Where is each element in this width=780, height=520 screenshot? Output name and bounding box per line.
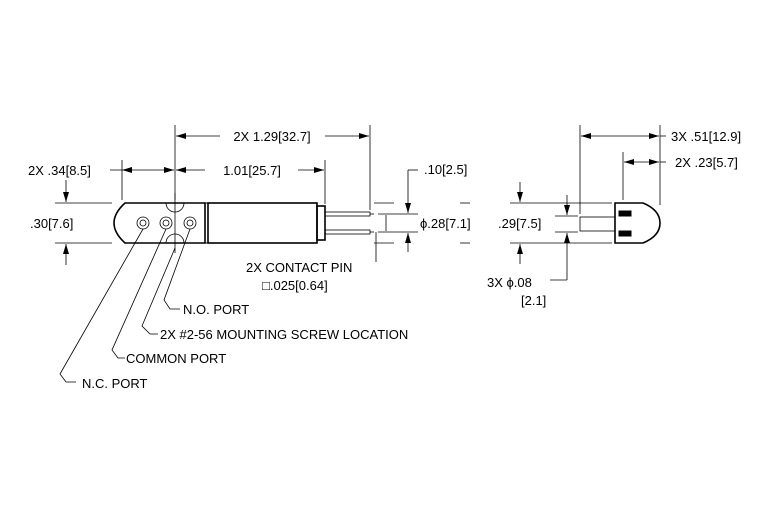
side-view xyxy=(579,202,661,244)
valve-body xyxy=(207,202,318,244)
dim-pin-spacing: .10[2.5] xyxy=(424,162,467,177)
common-port-label: COMMON PORT xyxy=(126,351,226,366)
side-stem xyxy=(579,216,616,232)
side-pin-bottom xyxy=(618,230,632,237)
side-dimensions: 3X .51[12.9] 2X .23[5.7] .29[7.5] 3X ϕ.0… xyxy=(487,125,741,308)
dim-port-offset: 2X .34[8.5] xyxy=(28,163,91,178)
front-view xyxy=(113,193,374,253)
nc-port-circle xyxy=(136,216,150,230)
dim-overall-length: 2X 1.29[32.7] xyxy=(233,129,310,144)
dim-side-height: .29[7.5] xyxy=(498,216,541,231)
dim-side-width: 3X .51[12.9] xyxy=(671,129,741,144)
contact-pin-label: 2X CONTACT PIN xyxy=(246,260,352,275)
dim-side-cap-width: 2X .23[5.7] xyxy=(675,155,738,170)
dim-body-length: 1.01[25.7] xyxy=(223,163,281,178)
body-end-cap xyxy=(316,205,326,241)
callouts: 2X CONTACT PIN □.025[0.64] N.O. PORT 2X … xyxy=(59,228,408,391)
dim-pin-diameter-metric: [2.1] xyxy=(521,293,546,308)
port-block-outline xyxy=(113,202,206,244)
dim-body-diameter: ϕ.28[7.1] xyxy=(420,216,471,231)
mounting-screw-label: 2X #2-56 MOUNTING SCREW LOCATION xyxy=(160,327,408,342)
side-pin-top xyxy=(618,210,632,217)
contact-pin-size: □.025[0.64] xyxy=(262,278,328,293)
nc-port-label: N.C. PORT xyxy=(82,376,148,391)
side-cap xyxy=(614,202,661,244)
front-dimensions: 2X 1.29[32.7] 2X .34[8.5] 1.01[25.7] .30… xyxy=(28,125,471,265)
dim-end-height: .30[7.6] xyxy=(30,216,73,231)
no-port-label: N.O. PORT xyxy=(183,302,249,317)
common-port-circle xyxy=(159,216,173,230)
dim-pin-diameter: 3X ϕ.08 xyxy=(487,275,532,290)
contact-pins xyxy=(324,211,374,235)
no-port-circle xyxy=(183,216,197,230)
